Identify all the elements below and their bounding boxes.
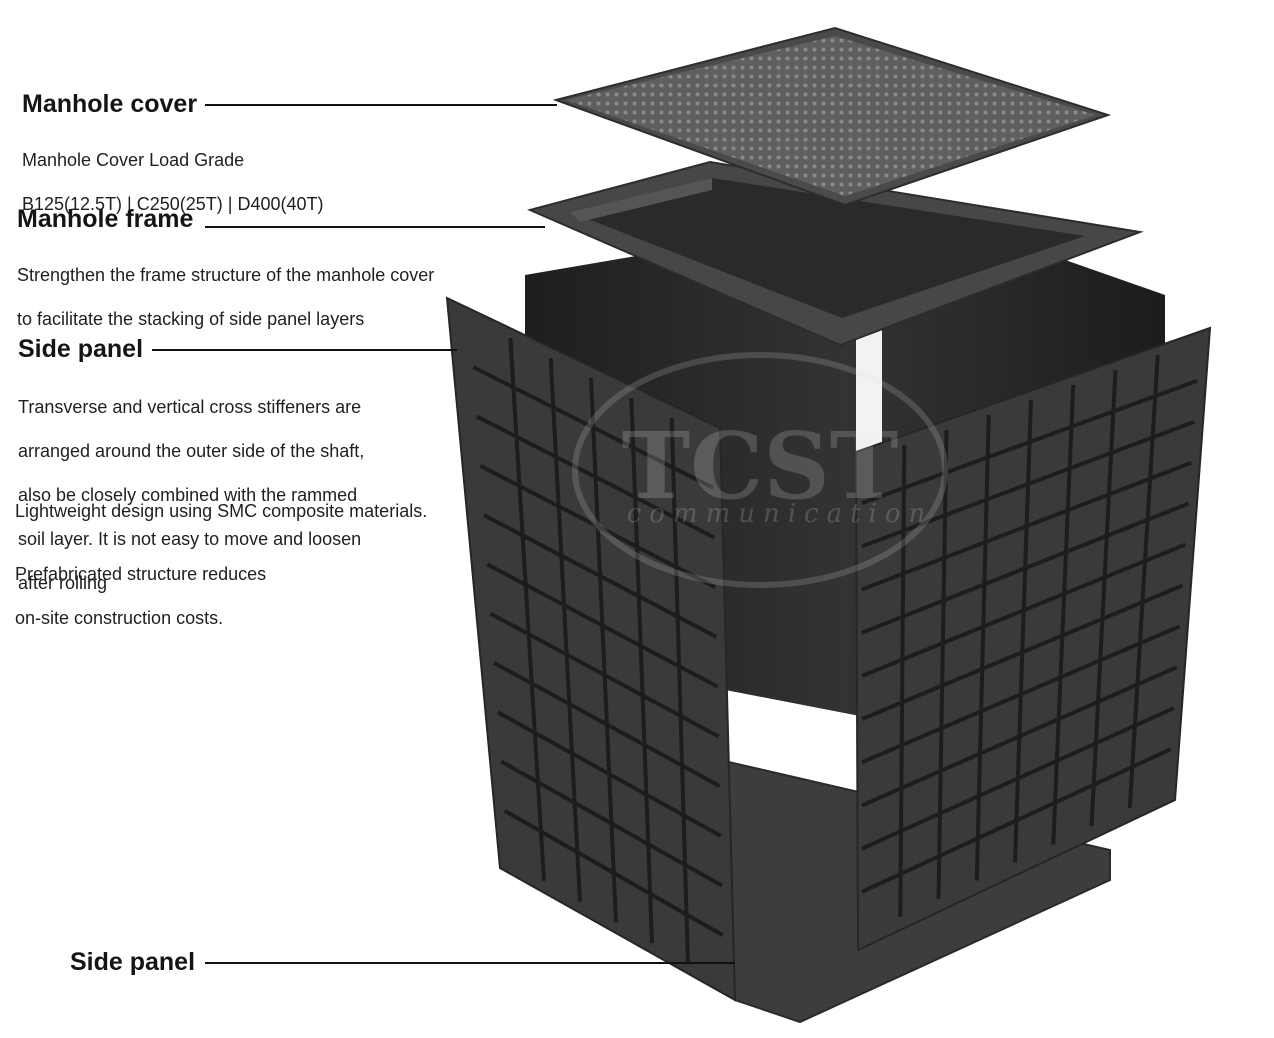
stiffener-rib xyxy=(861,501,1190,635)
prefab-note-line: Prefabricated structure reduces xyxy=(15,564,267,584)
callout-side-panel-bottom: Side panel xyxy=(70,948,195,977)
stiffener-rib xyxy=(1013,399,1033,863)
stiffener-rib xyxy=(493,661,721,788)
stiffener-rib xyxy=(500,759,723,888)
stiffener-rib xyxy=(629,397,654,944)
lightweight-note: Lightweight design using SMC composite m… xyxy=(15,501,428,521)
callout-frame-line: to facilitate the stacking of side panel… xyxy=(17,309,365,329)
watermark: TCST communication xyxy=(572,352,948,588)
stiffener-rib xyxy=(861,747,1172,894)
callout-side-panel-line: arranged around the outer side of the sh… xyxy=(18,441,365,461)
callout-side-panel-top-title: Side panel xyxy=(18,335,144,363)
watermark-subtext: communication xyxy=(627,499,934,529)
callout-cover-line: B125(12.5T) | C250(25T) | D400(40T) xyxy=(22,194,324,214)
stiffener-rib xyxy=(503,808,724,938)
leader-line-side-panel-bottom xyxy=(205,962,735,964)
callout-frame-line: Strengthen the frame structure of the ma… xyxy=(17,265,435,285)
stiffener-rib xyxy=(496,710,722,838)
stiffener-rib xyxy=(479,464,717,589)
leader-line-frame xyxy=(205,226,545,228)
callout-side-panel-top: Side panel Transverse and vertical cross… xyxy=(18,335,364,616)
stiffener-rib xyxy=(508,337,546,881)
watermark-text: TCST xyxy=(622,412,899,520)
stiffener-rib xyxy=(476,414,716,540)
leader-line-cover xyxy=(205,104,557,106)
callout-side-panel-line: soil layer. It is not easy to move and l… xyxy=(18,529,362,549)
stiffener-rib xyxy=(861,542,1187,678)
stiffener-rib xyxy=(589,377,618,923)
callout-side-panel-bottom-title: Side panel xyxy=(70,948,196,976)
callout-side-panel-line: after rolling xyxy=(18,573,108,593)
leader-line-side-panel-top xyxy=(152,349,457,351)
stiffener-rib xyxy=(861,583,1184,721)
stiffener-rib xyxy=(861,706,1175,851)
prefab-note-line: on-site construction costs. xyxy=(15,608,224,628)
stiffener-rib xyxy=(486,562,719,689)
stiffener-rib xyxy=(861,665,1178,808)
stiffener-rib xyxy=(1127,354,1160,809)
side-panel-left xyxy=(445,296,737,1002)
stiffener-rib xyxy=(472,365,714,490)
stiffener-rib xyxy=(861,379,1198,506)
callout-side-panel-line: also be closely combined with the rammed xyxy=(18,485,358,505)
stiffener-rib xyxy=(669,417,690,965)
side-panel-right xyxy=(854,326,1212,952)
stiffener-rib xyxy=(936,429,949,899)
callout-cover: Manhole cover Manhole Cover Load Grade B… xyxy=(22,90,323,237)
callout-cover-line: Manhole Cover Load Grade xyxy=(22,150,245,170)
manhole-cover xyxy=(552,26,1112,207)
manhole-frame xyxy=(526,160,1144,347)
stiffener-rib xyxy=(861,419,1195,549)
stiffener-rib xyxy=(974,414,991,881)
callout-cover-title: Manhole cover xyxy=(22,90,198,118)
stiffener-rib xyxy=(1051,384,1076,845)
stiffener-rib xyxy=(861,460,1192,592)
callout-side-panel-line: Transverse and vertical cross stiffeners… xyxy=(18,397,362,417)
stiffener-rib xyxy=(482,513,718,639)
prefab-note: Prefabricated structure reduces on-site … xyxy=(15,541,266,651)
callout-frame-title: Manhole frame xyxy=(17,205,194,233)
stiffener-rib xyxy=(898,444,907,917)
stiffener-rib xyxy=(489,611,720,739)
callout-frame: Manhole frame Strengthen the frame struc… xyxy=(17,205,434,352)
stiffener-rib xyxy=(1089,369,1118,827)
stiffener-rib xyxy=(548,357,582,902)
stiffener-rib xyxy=(861,624,1181,765)
